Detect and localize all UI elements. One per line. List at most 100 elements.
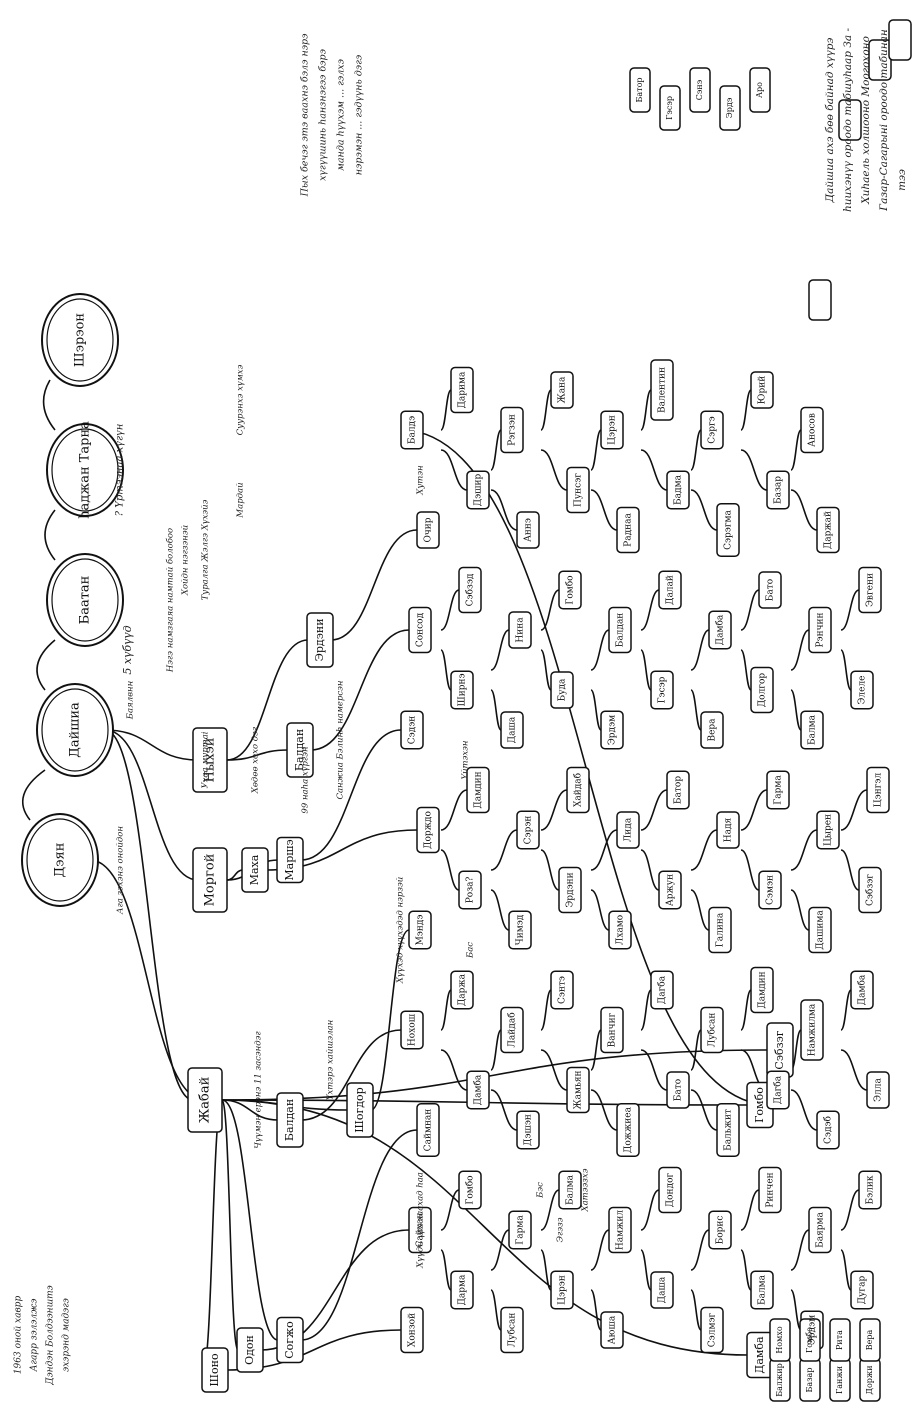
- descendant-connector: [591, 890, 609, 930]
- person-61-label: Борис: [716, 1216, 726, 1245]
- level2-5-label: Маха: [248, 854, 261, 885]
- person-50-label: Даша: [658, 1276, 668, 1303]
- annotation-a8: Чүүмэн ерэнэ 11 засэндэг: [254, 1031, 264, 1149]
- person-8-label: Очир: [424, 517, 434, 542]
- descendant-connector: [591, 1090, 617, 1130]
- descendant-connector: [491, 890, 509, 930]
- person-31-label: Балма: [566, 1174, 576, 1205]
- annotation-a9: Үйтэхэн: [461, 740, 471, 779]
- descendant-connector: [591, 490, 617, 530]
- level2-4-label: Шогдор: [353, 1087, 366, 1132]
- root-label-3: һаджан Тарна: [78, 421, 93, 519]
- person-66-label: Вера: [708, 718, 718, 742]
- person-4-label: Мэндэ: [416, 915, 426, 946]
- side-name-7-label: Вера: [865, 1330, 874, 1351]
- person-42-label: Дожжиеа: [624, 1106, 634, 1153]
- descendant-connector: [691, 630, 709, 670]
- person-94-label: Сэбзэг: [865, 874, 876, 906]
- person-26-label: Даша: [508, 716, 518, 743]
- person-37-label: Гомбо: [565, 575, 576, 604]
- person-91-label: Бэлик: [866, 1175, 876, 1204]
- empty-box-3: [809, 280, 831, 320]
- annotation-a13: Бэс: [536, 1182, 546, 1199]
- person-58-label: Бадма: [674, 474, 684, 505]
- descendant-connector: [541, 650, 551, 690]
- header-text-line2: һиихэнүү ороодо табшуhаар За -: [842, 28, 854, 212]
- person-14-label: Роза?: [466, 877, 476, 904]
- person-30-label: Цэрэн: [558, 1275, 568, 1305]
- person-23-label: Лайдаб: [507, 1012, 518, 1047]
- descendant-connector: [841, 790, 867, 830]
- descendant-connector: [491, 490, 517, 530]
- person-17-label: Сэбзэд: [465, 573, 476, 606]
- person-18-label: Дэшир: [474, 474, 484, 507]
- descendant-connector: [841, 590, 859, 630]
- descendant-connector: [441, 850, 459, 890]
- person-41-label: Намжил: [616, 1210, 626, 1250]
- descendant-connector: [741, 850, 759, 890]
- small-mark-3-label: Эрдэ: [725, 97, 734, 118]
- root-note-2: ? Үртээнаа хүгүн: [115, 424, 126, 517]
- person-9-label: Балдэ: [408, 416, 418, 444]
- annotation-a14: Үхтэрэ хайшэлан: [326, 1020, 336, 1100]
- side-name-6-label: Рита: [835, 1330, 844, 1350]
- level2-8-label: Эрдэни: [313, 618, 326, 661]
- root-arc: [45, 510, 55, 560]
- descendant-connector: [441, 450, 467, 490]
- person-2-label: Саймнан: [424, 1109, 434, 1152]
- person-74-label: Сэмэн: [766, 875, 776, 905]
- person-38-label: Пунсэг: [574, 473, 584, 507]
- descendant-connector: [641, 650, 651, 690]
- person-40-label: Аюша: [608, 1315, 618, 1344]
- small-mark-4-label: Аро: [755, 82, 764, 98]
- descendant-connector: [591, 1290, 601, 1330]
- descendant-connector: [591, 1030, 601, 1070]
- level2-3-label: Балдан: [283, 1099, 296, 1141]
- annotation-a16: Туралга Жэлгэ Хүхэйэ: [201, 499, 211, 600]
- person-53-label: Дагба: [657, 975, 668, 1004]
- descendant-connector: [691, 690, 701, 730]
- annotation-a11: Эгэзэ: [556, 1217, 566, 1242]
- descendant-connector: [441, 1250, 451, 1290]
- descendant-connector: [641, 990, 651, 1030]
- descendant-connector: [741, 1190, 759, 1230]
- person-54-label: Аржун: [666, 874, 676, 906]
- person-46-label: Эрдэм: [608, 715, 618, 745]
- l1-to-l2: [222, 1100, 238, 1350]
- person-73-label: Дамдин: [758, 971, 768, 1008]
- descendant-connector: [691, 890, 709, 930]
- person-5-label: Дорждо: [424, 811, 434, 849]
- person-62-label: Бальжит: [724, 1109, 734, 1151]
- person-22-label: Дэшэн: [524, 1114, 534, 1146]
- small-mark-0-label: Батор: [635, 77, 644, 102]
- person-57-label: Далай: [666, 575, 676, 605]
- level2-1-label: Одон: [243, 1335, 256, 1365]
- annotation-a17: Мардай: [236, 482, 246, 518]
- descendant-connector: [641, 390, 651, 430]
- annotation-a15: Хойдн нэгзэнэй: [181, 525, 191, 596]
- person-19-label: Дарима: [458, 371, 468, 408]
- person-20-label: Лубсан: [507, 1313, 518, 1348]
- annotation-a6: Санжиа Бэлинһ намерсэн: [336, 680, 346, 799]
- descendant-connector: [491, 1090, 517, 1130]
- descendant-connector: [441, 1190, 459, 1230]
- root-arc: [44, 380, 55, 430]
- header-note-line2: хүгүүшинь һанзнэгээ бэрэ: [318, 49, 329, 181]
- annotation-a21: Бас: [466, 942, 476, 959]
- person-52-label: Бато: [674, 1079, 684, 1101]
- person-11-label: Гомбо: [465, 1175, 476, 1204]
- person-69-label: Сэргэ: [708, 416, 718, 443]
- person-47-label: Балдан: [616, 613, 626, 648]
- descendant-connector: [541, 790, 567, 830]
- person-75-label: Гарма: [774, 775, 784, 805]
- header-note-line3: манда һүүхэм ... гэлхэ: [336, 59, 347, 171]
- descendant-connector: [541, 450, 567, 490]
- person-96-label: Элеле: [858, 676, 868, 705]
- person-77-label: Бато: [766, 579, 776, 601]
- descendant-connector: [841, 1050, 867, 1090]
- person-60-label: Сэлмэг: [708, 1313, 718, 1348]
- person-70-label: Балма: [758, 1274, 768, 1305]
- level2-11-label: Сэбзэг: [773, 1030, 786, 1069]
- person-0-label: Хонзой: [408, 1313, 418, 1347]
